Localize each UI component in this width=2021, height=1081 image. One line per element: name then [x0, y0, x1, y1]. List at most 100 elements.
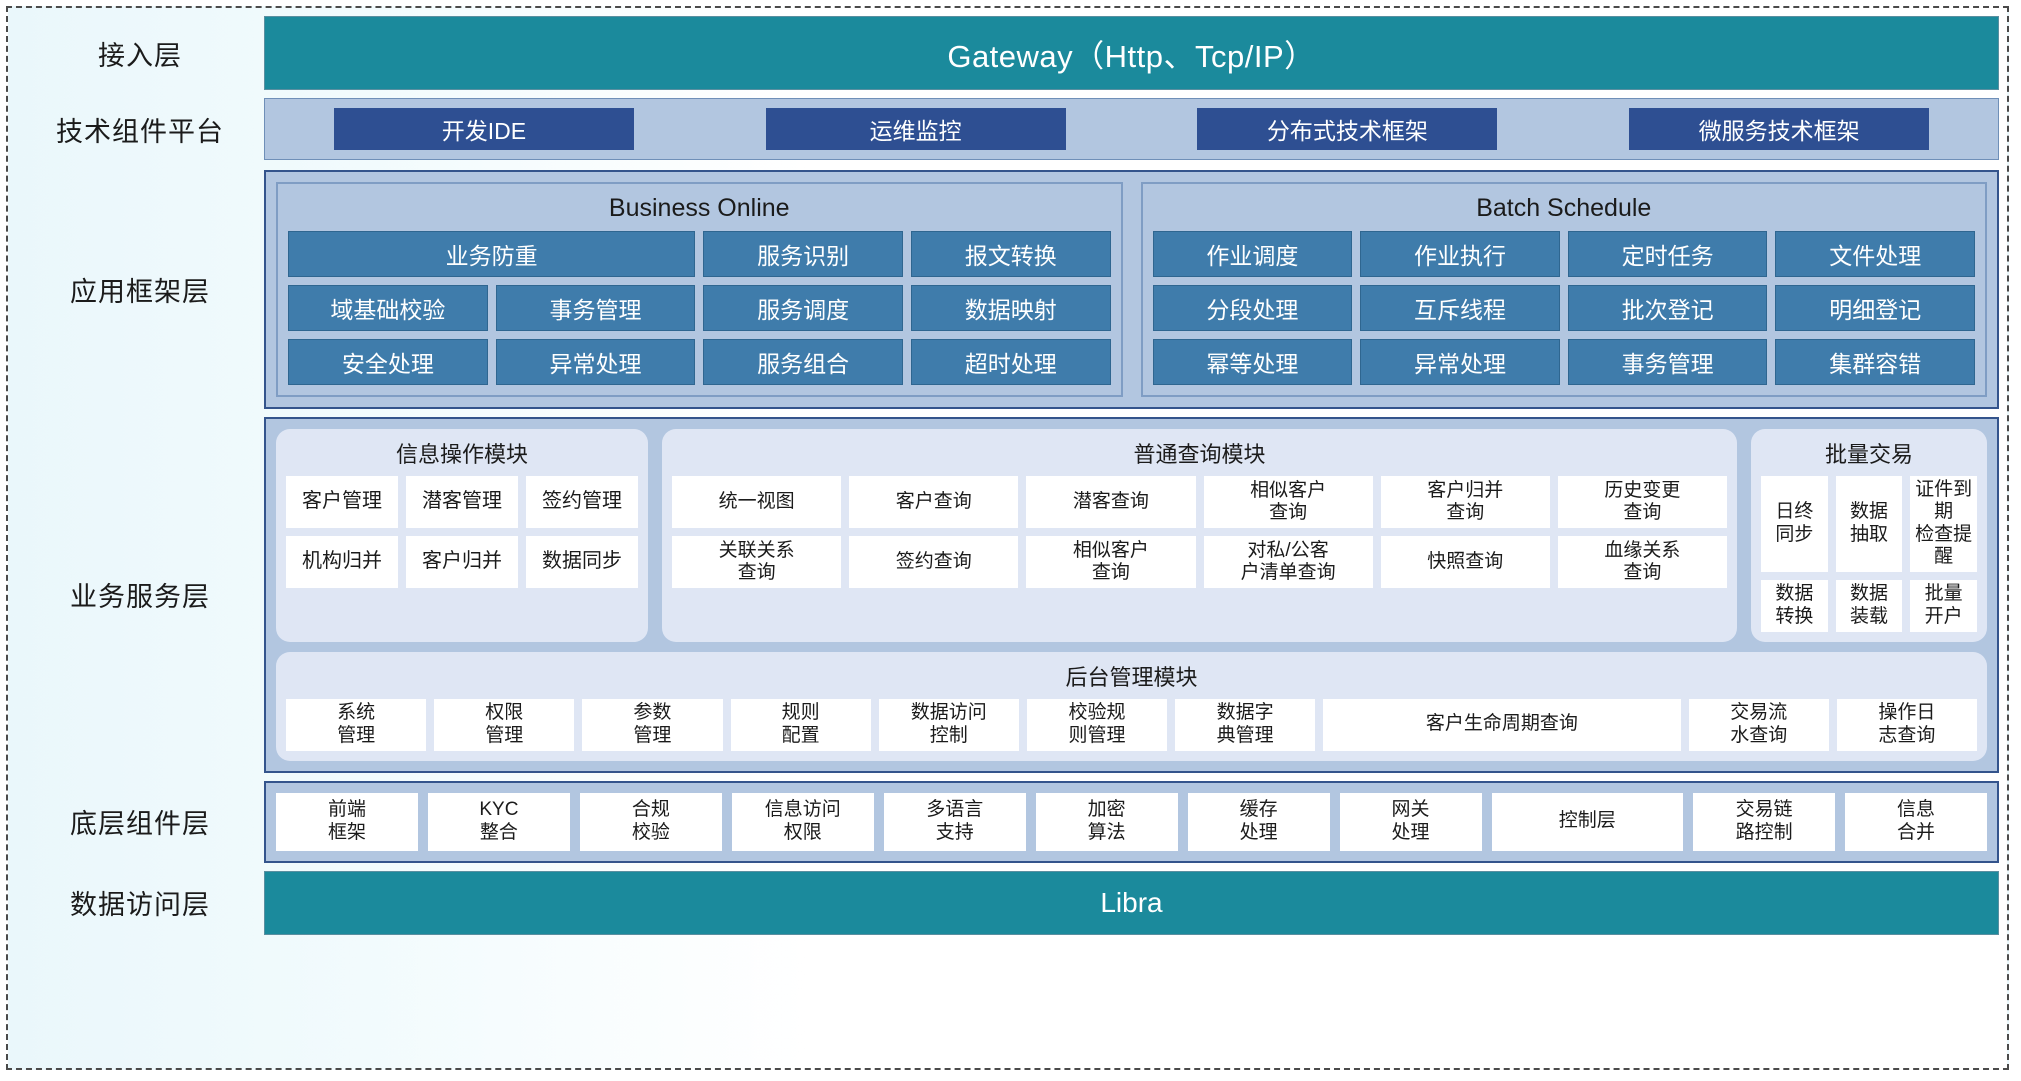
base-component-cell[interactable]: 合规校验 [579, 792, 722, 851]
layer-body-tech-platform: 开发IDE 运维监控 分布式技术框架 微服务技术框架 [264, 98, 1999, 160]
tech-platform-chip[interactable]: 微服务技术框架 [1629, 108, 1930, 150]
base-component-cell[interactable]: 交易链路控制 [1693, 792, 1836, 851]
base-component-cell[interactable]: 信息访问权限 [731, 792, 874, 851]
framework-cell-batch[interactable]: 作业执行 [1360, 231, 1560, 277]
service-cell-info-operation[interactable]: 客户管理 [286, 476, 398, 528]
tech-platform-bar: 开发IDE 运维监控 分布式技术框架 微服务技术框架 [264, 98, 1999, 160]
framework-cell-online[interactable]: 报文转换 [910, 231, 1111, 277]
grid-background-management: 系统管理权限管理参数管理规则配置数据访问控制校验规则管理数据字典管理客户生命周期… [286, 698, 1977, 751]
service-cell-background-management[interactable]: 交易流水查询 [1688, 698, 1829, 751]
service-cell-info-operation[interactable]: 签约管理 [526, 476, 638, 528]
service-cell-batch-transaction[interactable]: 数据抽取 [1835, 476, 1903, 572]
service-cell-batch-transaction[interactable]: 数据装载 [1835, 579, 1903, 632]
module-common-query: 普通查询模块 统一视图客户查询潜客查询相似客户查询客户归并查询历史变更查询关联关… [662, 429, 1737, 642]
layer-label-data-access: 数据访问层 [70, 890, 210, 921]
service-cell-common-query[interactable]: 血缘关系查询 [1557, 536, 1727, 588]
tech-platform-chip[interactable]: 开发IDE [333, 108, 634, 150]
service-cell-common-query[interactable]: 关联关系查询 [672, 536, 842, 588]
service-cell-background-management[interactable]: 系统管理 [286, 698, 427, 751]
gateway-bar[interactable]: Gateway（Http、Tcp/IP） [264, 16, 1999, 90]
layer-body-app-framework: Business Online 业务防重服务识别报文转换域基础校验事务管理服务调… [264, 170, 1999, 409]
layer-body-access: Gateway（Http、Tcp/IP） [264, 16, 1999, 90]
service-cell-background-management[interactable]: 校验规则管理 [1026, 698, 1168, 751]
service-cell-common-query[interactable]: 客户查询 [849, 476, 1019, 528]
service-cell-batch-transaction[interactable]: 日终同步 [1761, 476, 1828, 572]
base-component-cell[interactable]: 信息合并 [1845, 792, 1987, 851]
layer-data-access: 数据访问层 Libra [16, 870, 1999, 935]
framework-cell-batch[interactable]: 幂等处理 [1152, 339, 1353, 385]
framework-cell-batch[interactable]: 明细登记 [1775, 285, 1975, 331]
tech-platform-chip[interactable]: 分布式技术框架 [1197, 108, 1498, 150]
layer-business-service: 业务服务层 信息操作模块 客户管理潜客管理签约管理机构归并客户归并数据同步 普通… [16, 417, 1999, 773]
module-background-management: 后台管理模块 系统管理权限管理参数管理规则配置数据访问控制校验规则管理数据字典管… [276, 651, 1987, 761]
spacer [16, 409, 1999, 417]
framework-cell-online[interactable]: 事务管理 [495, 285, 696, 331]
service-cell-info-operation[interactable]: 数据同步 [526, 536, 638, 588]
framework-cell-online[interactable]: 安全处理 [288, 339, 488, 385]
module-title-common-query: 普通查询模块 [1133, 442, 1266, 467]
service-cell-common-query[interactable]: 对私/公客户清单查询 [1203, 536, 1373, 588]
framework-cell-online[interactable]: 数据映射 [910, 285, 1111, 331]
framework-cell-online[interactable]: 超时处理 [910, 339, 1111, 385]
service-cell-background-management[interactable]: 权限管理 [434, 698, 575, 751]
panel-batch-schedule: Batch Schedule 作业调度作业执行定时任务文件处理分段处理互斥线程批… [1140, 182, 1987, 397]
layer-tech-platform: 技术组件平台 开发IDE 运维监控 分布式技术框架 微服务技术框架 [16, 98, 1999, 160]
base-component-cell[interactable]: 缓存处理 [1187, 792, 1330, 851]
tech-platform-chip[interactable]: 运维监控 [765, 108, 1066, 150]
service-cell-common-query[interactable]: 潜客查询 [1026, 476, 1196, 528]
framework-cell-online[interactable]: 服务调度 [703, 285, 903, 331]
service-cell-info-operation[interactable]: 客户归并 [406, 536, 518, 588]
framework-cell-batch[interactable]: 文件处理 [1775, 231, 1975, 277]
framework-cell-batch[interactable]: 批次登记 [1567, 285, 1768, 331]
base-component-cell[interactable]: 前端框架 [276, 792, 418, 851]
framework-cell-batch[interactable]: 互斥线程 [1360, 285, 1560, 331]
framework-cell-online[interactable]: 服务识别 [703, 231, 903, 277]
service-cell-common-query[interactable]: 历史变更查询 [1557, 476, 1727, 528]
layer-label-business-service: 业务服务层 [70, 582, 210, 613]
spacer [16, 90, 1999, 98]
layer-label-tech-platform: 技术组件平台 [56, 116, 224, 147]
framework-cell-online[interactable]: 异常处理 [495, 339, 696, 385]
service-cell-background-management[interactable]: 客户生命周期查询 [1323, 698, 1681, 751]
framework-cell-online[interactable]: 服务组合 [703, 339, 903, 385]
panel-business-online: Business Online 业务防重服务识别报文转换域基础校验事务管理服务调… [276, 182, 1123, 397]
framework-cell-batch[interactable]: 分段处理 [1152, 285, 1353, 331]
service-cell-common-query[interactable]: 统一视图 [672, 476, 842, 528]
framework-cell-batch[interactable]: 事务管理 [1567, 339, 1768, 385]
service-cell-batch-transaction[interactable]: 数据转换 [1761, 579, 1828, 632]
framework-cell-online[interactable]: 业务防重 [288, 231, 696, 277]
service-cell-common-query[interactable]: 客户归并查询 [1380, 476, 1550, 528]
service-cell-common-query[interactable]: 快照查询 [1380, 536, 1550, 588]
base-component-cell[interactable]: 多语言支持 [883, 792, 1026, 851]
layer-body-data-access: Libra [264, 870, 1999, 935]
base-component-cell[interactable]: 网关处理 [1339, 792, 1482, 851]
base-component-cell[interactable]: 控制层 [1491, 792, 1684, 851]
diagram-content: 接入层 Gateway（Http、Tcp/IP） 技术组件平台 开发IDE 运维监… [16, 16, 1999, 1060]
layer-label-access: 接入层 [98, 40, 182, 71]
service-cell-background-management[interactable]: 数据字典管理 [1175, 698, 1316, 751]
service-cell-background-management[interactable]: 规则配置 [730, 698, 871, 751]
service-cell-info-operation[interactable]: 潜客管理 [406, 476, 518, 528]
framework-cell-batch[interactable]: 作业调度 [1152, 231, 1353, 277]
service-cell-info-operation[interactable]: 机构归并 [286, 536, 398, 588]
libra-bar[interactable]: Libra [264, 870, 1999, 935]
service-cell-background-management[interactable]: 参数管理 [582, 698, 723, 751]
framework-cell-batch[interactable]: 定时任务 [1567, 231, 1768, 277]
panel-title-business-online: Business Online [608, 194, 790, 222]
grid-common-query: 统一视图客户查询潜客查询相似客户查询客户归并查询历史变更查询关联关系查询签约查询… [672, 476, 1727, 588]
framework-cell-batch[interactable]: 异常处理 [1360, 339, 1560, 385]
service-cell-common-query[interactable]: 相似客户查询 [1203, 476, 1373, 528]
spacer [16, 160, 1999, 170]
framework-cell-batch[interactable]: 集群容错 [1775, 339, 1975, 385]
base-component-cell[interactable]: 加密算法 [1035, 792, 1178, 851]
service-cell-background-management[interactable]: 数据访问控制 [878, 698, 1019, 751]
service-cell-background-management[interactable]: 操作日志查询 [1836, 698, 1977, 751]
service-cell-batch-transaction[interactable]: 证件到期检查提醒 [1910, 476, 1977, 572]
framework-cell-online[interactable]: 域基础校验 [288, 285, 488, 331]
service-cell-batch-transaction[interactable]: 批量开户 [1910, 579, 1977, 632]
service-cell-common-query[interactable]: 相似客户查询 [1026, 536, 1196, 588]
service-cell-common-query[interactable]: 签约查询 [849, 536, 1019, 588]
